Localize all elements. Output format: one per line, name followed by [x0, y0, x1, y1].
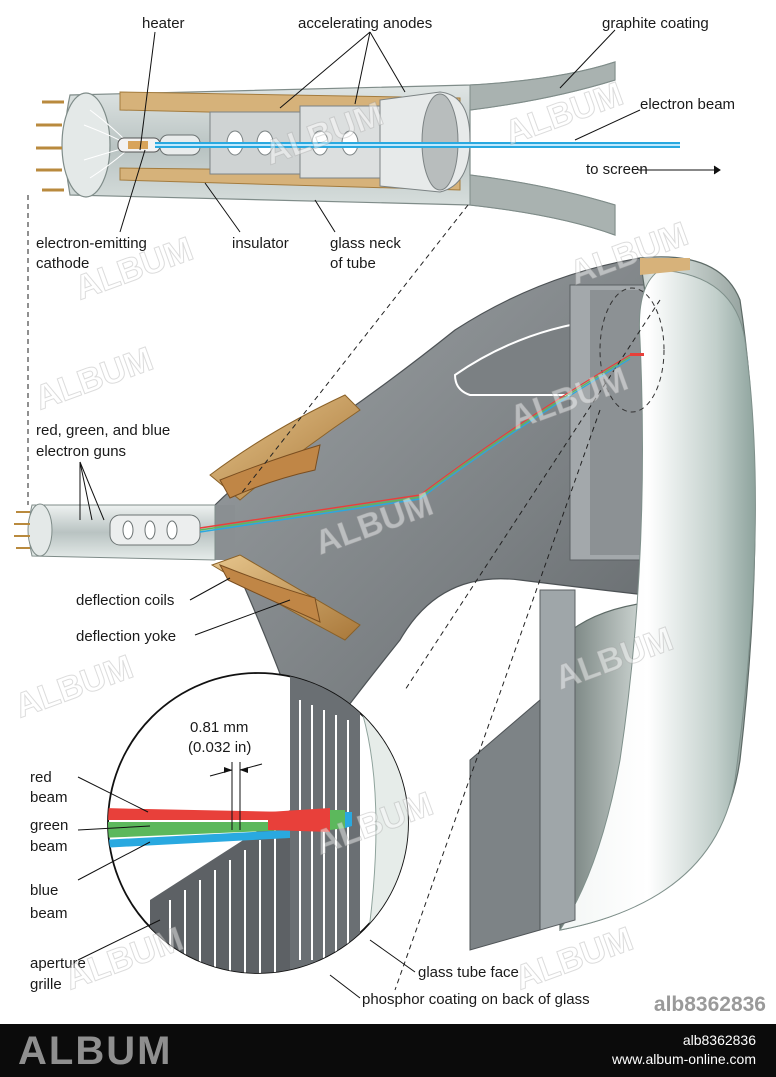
label-to-screen: to screen	[586, 161, 648, 178]
leader-lines	[77, 29, 721, 999]
watermark-text: ALBUM	[60, 920, 188, 998]
label-glass-tube-face: glass tube face	[418, 964, 519, 981]
label-spacing-1: 0.81 mm	[190, 719, 248, 736]
watermark-text: ALBUM	[10, 648, 138, 726]
label-blue-beam-2: beam	[30, 905, 68, 922]
electron-gun-neck	[36, 61, 680, 236]
zoom-guide-lines	[27, 195, 661, 991]
label-heater: heater	[142, 15, 185, 32]
deflection-yoke	[209, 394, 361, 641]
label-spacing-2: (0.032 in)	[188, 739, 251, 756]
label-aperture-2: grille	[30, 976, 62, 993]
connector-pins	[36, 100, 64, 192]
label-aperture-1: aperture	[30, 955, 86, 972]
label-green-beam-2: beam	[30, 838, 68, 855]
label-electron-beam: electron beam	[640, 96, 735, 113]
label-green-beam-1: green	[30, 817, 68, 834]
label-cathode-1: electron-emitting	[36, 235, 147, 252]
footer-image-code: alb8362836	[682, 1032, 756, 1048]
brand-logo: ALBUM	[18, 1029, 173, 1073]
labels: heater accelerating anodes graphite coat…	[30, 15, 735, 1008]
label-guns-1: red, green, and blue	[36, 422, 170, 439]
label-deflection-yoke: deflection yoke	[76, 628, 176, 645]
label-glass-neck-1: glass neck	[330, 235, 401, 252]
label-red-beam-2: beam	[30, 789, 68, 806]
label-guns-2: electron guns	[36, 443, 126, 460]
label-phosphor-coating: phosphor coating on back of glass	[362, 991, 590, 1008]
label-graphite-coating: graphite coating	[602, 15, 709, 32]
label-red-beam-1: red	[30, 769, 52, 786]
label-accelerating-anodes: accelerating anodes	[298, 15, 432, 32]
footer-bar: ALBUM alb8362836 www.album-online.com	[0, 1024, 776, 1077]
label-blue-beam-1: blue	[30, 882, 58, 899]
watermark-text: ALBUM	[30, 340, 158, 418]
label-insulator: insulator	[232, 235, 289, 252]
electron-guns-assembly	[14, 354, 631, 561]
label-cathode-2: cathode	[36, 255, 89, 272]
crt-diagram: heater accelerating anodes graphite coat…	[9, 15, 756, 1008]
image-code: alb8362836	[653, 993, 766, 1016]
label-glass-neck-2: of tube	[330, 255, 376, 272]
label-deflection-coils: deflection coils	[76, 592, 174, 609]
site-url[interactable]: www.album-online.com	[612, 1051, 756, 1067]
